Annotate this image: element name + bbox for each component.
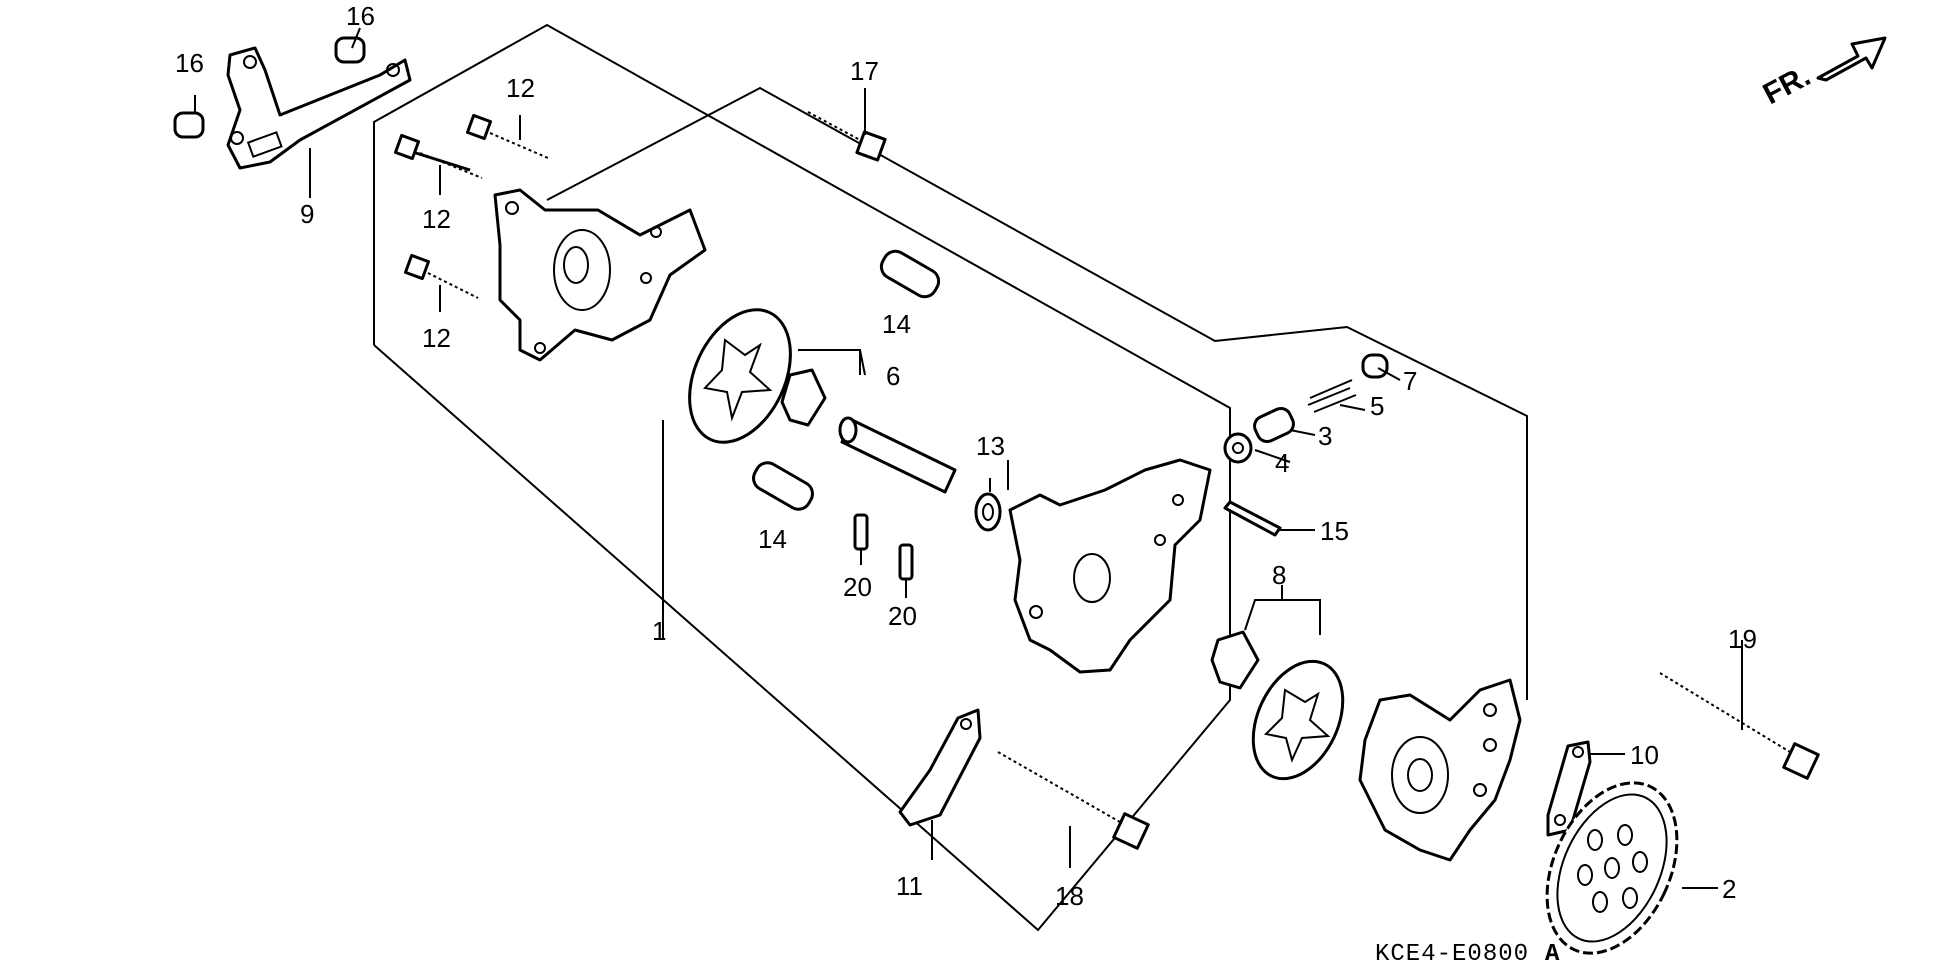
callout-18: 18: [1055, 881, 1084, 911]
callout-9: 9: [300, 199, 314, 229]
dowel-pin-part: [752, 249, 941, 511]
shaft-part: [838, 416, 957, 494]
rotor-part: [1210, 630, 1345, 781]
bolt-part: [393, 113, 549, 299]
callout-17: 17: [850, 56, 879, 86]
bolt-part: [1659, 672, 1820, 780]
callout-19: 19: [1728, 624, 1757, 654]
washer-part: [974, 492, 1002, 532]
callout-1: 1: [652, 616, 666, 646]
diagram-code: KCE4-E0800 A: [1375, 941, 1560, 964]
callout-13: 13: [976, 431, 1005, 461]
callout-16a: 16: [346, 1, 375, 31]
assembly-frame: [373, 23, 1528, 932]
diagram-code-suffix: A: [1545, 941, 1560, 964]
rotor-part: [688, 308, 827, 444]
pump-rear-cover-part: [1358, 678, 1522, 862]
callout-14a: 14: [882, 309, 911, 339]
pump-cover-part: [493, 188, 707, 362]
callout-16b: 16: [175, 48, 204, 78]
callout-11: 11: [896, 871, 923, 901]
pump-body-part: [1008, 458, 1212, 674]
gear-part: [1545, 781, 1679, 955]
callout-12c: 12: [422, 323, 451, 353]
callout-20b: 20: [888, 601, 917, 631]
callout-6: 6: [886, 361, 900, 391]
callout-labels: 1 2 3 4 5 6 7 8 9 10 11 12 12 12 13 14 1…: [175, 1, 1757, 911]
callout-2: 2: [1722, 874, 1736, 904]
cotter-pin-part: [1223, 500, 1282, 537]
leader-lines: [194, 27, 1743, 889]
callout-10: 10: [1630, 740, 1659, 770]
bolt-part: [997, 751, 1150, 850]
relief-valve-part: [1223, 353, 1389, 464]
stopper-plate-part: [898, 708, 982, 827]
callout-12a: 12: [422, 204, 451, 234]
callout-8: 8: [1272, 560, 1286, 590]
bolt-part: [807, 111, 887, 162]
bracket-part: [226, 46, 412, 170]
front-arrow-indicator: FR.: [1758, 36, 1887, 111]
pin-part: [853, 513, 914, 581]
callout-5: 5: [1370, 391, 1384, 421]
front-arrow-label: FR.: [1758, 59, 1816, 111]
callout-12b: 12: [506, 73, 535, 103]
callout-20a: 20: [843, 572, 872, 602]
callout-7: 7: [1403, 366, 1417, 396]
callout-3: 3: [1318, 421, 1332, 451]
callout-4: 4: [1275, 448, 1289, 478]
callout-15: 15: [1320, 516, 1349, 546]
diagram-code-text: KCE4-E0800: [1375, 941, 1529, 964]
callout-14b: 14: [758, 524, 787, 554]
collar-part: [173, 36, 366, 139]
